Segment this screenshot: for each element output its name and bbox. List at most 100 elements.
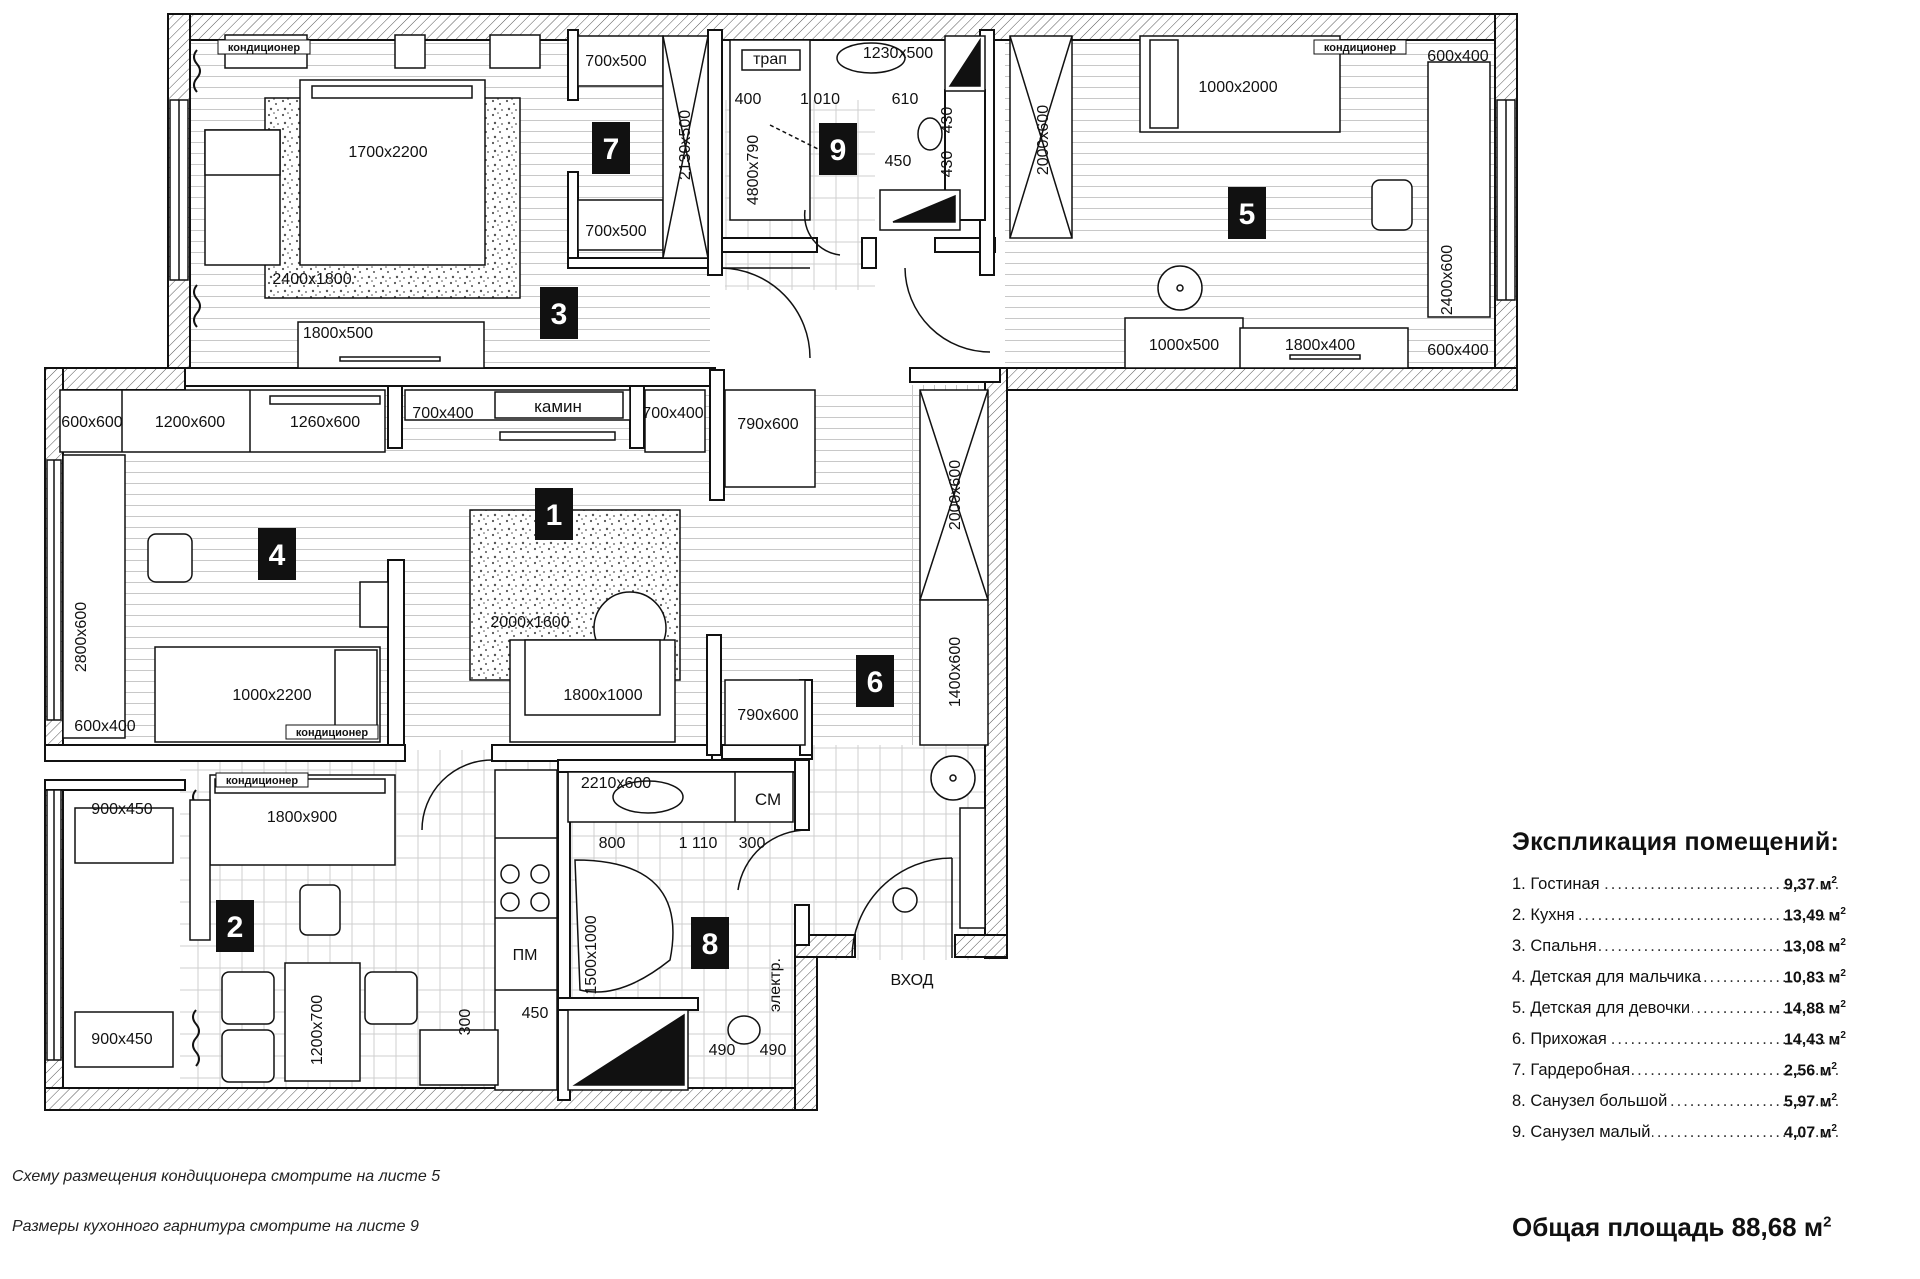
legend-room-area: 4,07 м2 <box>1784 1123 1837 1142</box>
legend-title: Экспликация помещений: <box>1512 828 1840 856</box>
dim-300-bath: 300 <box>739 835 766 852</box>
dim-600x400-bottom: 600х400 <box>1427 342 1488 359</box>
legend-area-value: 14,88 м <box>1784 1000 1841 1018</box>
dim-300-kitchen: 300 <box>457 1009 474 1036</box>
dim-800: 800 <box>599 835 626 852</box>
legend-row: ........................................… <box>1512 937 1912 968</box>
legend-area-sup: 2 <box>1840 937 1846 948</box>
dim-wardrobe-girl: 2000х600 <box>1035 105 1052 175</box>
dim-bed-boy: 1000х2200 <box>232 687 311 704</box>
legend-area-sup: 2 <box>1831 1123 1837 1134</box>
legend-room-name: 2. Кухня <box>1512 906 1577 925</box>
legend-room-name: 9. Санузел малый <box>1512 1123 1653 1142</box>
legend-area-value: 13,08 м <box>1784 938 1841 956</box>
legend-area-value: 10,83 м <box>1784 969 1841 987</box>
dim-bed-master: 1700х2200 <box>348 144 427 161</box>
dim-desk-boy: 2800х600 <box>73 602 90 672</box>
room-legend: Экспликация помещений: .................… <box>1512 828 1912 1154</box>
total-area: Общая площадь 88,68 м2 <box>1512 1212 1831 1243</box>
legend-area-value: 9,37 м <box>1784 876 1832 894</box>
room-badge-4 <box>258 528 296 580</box>
dim-shelf-bottom: 700х500 <box>585 223 646 240</box>
legend-room-area: 14,43 м2 <box>1784 1030 1846 1049</box>
dim-600x600: 600х600 <box>61 414 122 431</box>
dim-1260x600: 1260х600 <box>290 414 360 431</box>
windows <box>46 99 1516 1061</box>
legend-area-sup: 2 <box>1831 1061 1837 1072</box>
dim-430-a: 430 <box>939 107 956 134</box>
legend-row: ........................................… <box>1512 1092 1912 1123</box>
ac-label-bedroom: кондиционер <box>228 42 300 54</box>
room-badge-1 <box>535 488 573 540</box>
dim-wardrobe: 2130х500 <box>677 110 694 180</box>
dim-rug-living: 2000х1600 <box>490 614 569 631</box>
fireplace-label: камин <box>534 397 582 416</box>
room-number-3: 3 <box>551 298 568 331</box>
bathroom-large-fixtures <box>567 771 794 1091</box>
room-badge-2 <box>216 900 254 952</box>
room-number-6: 6 <box>867 666 884 699</box>
wardrobe-furniture <box>577 35 709 259</box>
dim-900x450-top: 900х450 <box>91 801 152 818</box>
dim-700x400-right: 700х400 <box>642 405 703 422</box>
room-number-5: 5 <box>1239 198 1256 231</box>
dim-490-b: 490 <box>760 1042 787 1059</box>
legend-room-name: 5. Детская для девочки <box>1512 999 1693 1018</box>
legend-area-value: 4,07 м <box>1784 1124 1832 1142</box>
legend-area-sup: 2 <box>1831 875 1837 886</box>
legend-room-area: 9,37 м2 <box>1784 875 1837 894</box>
room-number-9: 9 <box>830 134 847 167</box>
dim-rug-bedroom: 2400х1800 <box>272 271 351 288</box>
dim-700x400-left: 700х400 <box>412 405 473 422</box>
legend-leader-dots: ........................................… <box>1512 906 1842 924</box>
legend-row: ........................................… <box>1512 999 1912 1030</box>
dim-610: 610 <box>892 91 919 108</box>
dim-450-kitchen: 450 <box>522 1005 549 1022</box>
legend-area-value: 13,49 м <box>1784 907 1841 925</box>
legend-room-name: 8. Санузел большой <box>1512 1092 1670 1111</box>
legend-rows: ........................................… <box>1512 875 1912 1154</box>
room-number-8: 8 <box>702 928 719 961</box>
bathroom-small-fixtures <box>729 35 986 231</box>
dim-430-b: 430 <box>939 151 956 178</box>
room-badge-9 <box>819 123 857 175</box>
dim-hall-wardrobe: 2000х600 <box>947 460 964 530</box>
living-furniture <box>59 389 989 746</box>
legend-area-value: 14,43 м <box>1784 1031 1841 1049</box>
legend-area-value: 5,97 м <box>1784 1093 1832 1111</box>
legend-area-sup: 2 <box>1840 999 1846 1010</box>
room-number-7: 7 <box>603 133 620 166</box>
legend-room-name: 7. Гардеробная <box>1512 1061 1633 1080</box>
dim-shelf-top: 700х500 <box>585 53 646 70</box>
dim-1800x400: 1800х400 <box>1285 337 1355 354</box>
dim-dresser-bedroom: 1800х500 <box>303 325 373 342</box>
note-ac-scheme: Схему размещения кондиционера смотрите н… <box>12 1168 441 1185</box>
dim-hall-cabinet: 1400х600 <box>947 637 964 707</box>
dim-shower: 4800х790 <box>745 135 762 205</box>
room-number-1: 1 <box>546 499 563 532</box>
legend-room-name: 1. Гостиная <box>1512 875 1602 894</box>
dim-vanity: 2210х600 <box>581 775 651 792</box>
drain-label: трап <box>753 51 787 68</box>
room-badges <box>216 122 1266 969</box>
legend-room-area: 5,97 м2 <box>1784 1092 1837 1111</box>
legend-area-sup: 2 <box>1840 906 1846 917</box>
legend-area-sup: 2 <box>1840 968 1846 979</box>
dim-600x400-boy: 600х400 <box>74 718 135 735</box>
kitchen-furniture <box>74 769 558 1091</box>
dim-1000x500: 1000х500 <box>1149 337 1219 354</box>
total-area-text: Общая площадь 88,68 м <box>1512 1212 1824 1242</box>
legend-room-area: 13,49 м2 <box>1784 906 1846 925</box>
dim-bathtub: 1500х1000 <box>583 915 600 994</box>
dishwasher-label: ПМ <box>513 947 538 964</box>
legend-area-sup: 2 <box>1831 1092 1837 1103</box>
room-badge-8 <box>691 917 729 969</box>
dim-dining-table: 1200х700 <box>309 995 326 1065</box>
dim-1200x600: 1200х600 <box>155 414 225 431</box>
dim-490-a: 490 <box>709 1042 736 1059</box>
legend-room-area: 14,88 м2 <box>1784 999 1846 1018</box>
ac-label-kitchen: кондиционер <box>226 775 298 787</box>
legend-area-value: 2,56 м <box>1784 1062 1832 1080</box>
dim-900x450-bottom: 900х450 <box>91 1031 152 1048</box>
